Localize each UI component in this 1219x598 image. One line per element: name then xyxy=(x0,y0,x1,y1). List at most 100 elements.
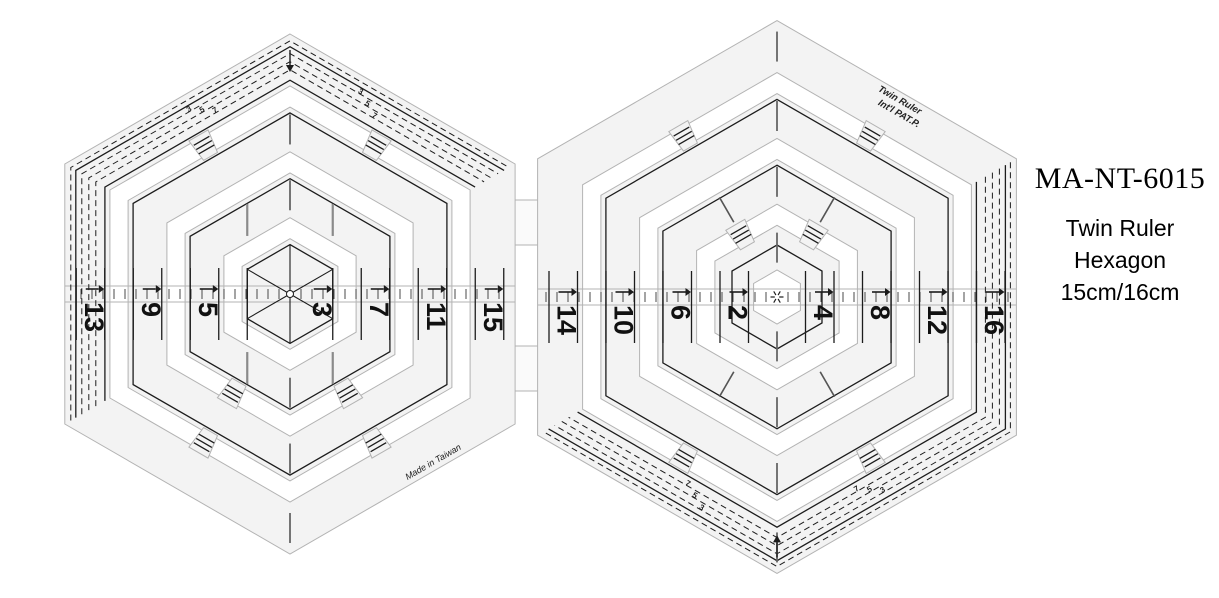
connector-tab-line xyxy=(365,433,382,444)
connector-tab-line xyxy=(673,457,690,468)
connector-tab-line xyxy=(807,225,824,236)
center-diagonal-line xyxy=(246,268,291,295)
seam-allowance-number: 5 xyxy=(691,490,700,500)
connector-tab-line xyxy=(224,388,241,399)
hex-band xyxy=(64,33,516,555)
connector-tab-line xyxy=(673,126,690,137)
seam-allowance-number: 7 xyxy=(684,478,693,488)
connector-tab-line xyxy=(195,437,213,448)
seam-allowance-dashed-line xyxy=(543,162,1011,568)
vertex-arrow-icon xyxy=(286,65,294,72)
connector-tab-line xyxy=(367,437,385,448)
connector-tab-line xyxy=(341,392,359,403)
connector-tab-line xyxy=(198,144,215,155)
measure-arrow-icon xyxy=(942,288,948,296)
seam-allowance-dashed-line xyxy=(568,176,986,539)
measurement-number: 2 xyxy=(723,305,753,320)
hex-band xyxy=(127,106,453,482)
connector-tab-line xyxy=(861,453,879,464)
connector-tab-line xyxy=(678,134,695,146)
seam-allowance-dashed-line xyxy=(561,172,993,547)
connector-tab-line xyxy=(221,392,239,403)
measurement-number: 9 xyxy=(136,302,166,317)
measure-arrow-icon xyxy=(383,285,390,293)
seam-allowance-number: 7 xyxy=(370,111,379,121)
center-diagonal-line xyxy=(289,268,334,295)
measurement-number: 15 xyxy=(478,302,508,332)
printed-hexagon-line xyxy=(662,164,892,430)
measurement-number: 8 xyxy=(865,305,895,320)
printed-hexagon-line xyxy=(132,112,448,476)
hex-band xyxy=(714,224,840,370)
measurement-number: 14 xyxy=(552,305,582,335)
seam-allowance-number: 7 xyxy=(211,105,220,115)
measurement-number: 4 xyxy=(808,305,838,320)
measure-arrow-icon xyxy=(440,285,447,293)
measure-arrow-icon xyxy=(628,288,634,296)
connector-tab-line xyxy=(370,442,387,453)
printed-hexagon-line xyxy=(605,98,949,496)
seam-allowance-dashed-line xyxy=(88,61,492,411)
hex-band xyxy=(600,93,954,501)
center-star-icon xyxy=(773,291,777,296)
seam-allowance-number: 3 xyxy=(185,104,194,114)
seam-allowance-dashed-line xyxy=(554,168,1000,555)
seam-allowance-number: 3 xyxy=(697,502,706,512)
measurement-number: 7 xyxy=(364,302,394,317)
connector-tab-line xyxy=(336,384,354,395)
measurement-number: 13 xyxy=(79,302,109,332)
measure-arrow-icon xyxy=(98,285,105,293)
product-name: Twin Ruler xyxy=(1065,215,1175,241)
measure-arrow-icon xyxy=(212,285,219,293)
measure-arrow-icon xyxy=(742,288,748,296)
center-diagonal-line xyxy=(246,293,291,320)
connector-tab-line xyxy=(732,229,750,240)
measure-arrow-icon xyxy=(999,288,1005,296)
measure-arrow-icon xyxy=(155,285,162,293)
connector-tab-line xyxy=(730,225,747,236)
measure-arrow-icon xyxy=(828,288,834,296)
seam-allowance-number: 7 xyxy=(852,484,861,494)
connector-tab-line xyxy=(864,126,881,137)
measurement-number: 16 xyxy=(979,305,1009,335)
measurement-number: 5 xyxy=(193,302,223,317)
measure-arrow-icon xyxy=(885,288,891,296)
connector-tab-line xyxy=(804,229,822,240)
product-shape: Hexagon xyxy=(1073,247,1167,273)
connector-tab-line xyxy=(861,130,879,141)
measure-arrow-icon xyxy=(497,285,504,293)
center-star-icon xyxy=(777,298,781,303)
seam-allowance-dashed-line xyxy=(70,40,510,421)
vertex-arrow-icon xyxy=(773,535,781,543)
product-sizes: 15cm/16cm xyxy=(1060,279,1180,305)
measure-arrow-icon xyxy=(326,285,333,293)
product-title-block: MA-NT-6015 Twin Ruler Hexagon 15cm/16cm xyxy=(1028,162,1212,308)
connector-tab-line xyxy=(195,140,213,151)
connector-tab-line xyxy=(735,233,752,244)
measurement-number: 11 xyxy=(421,302,451,331)
edge-mid-tick xyxy=(718,196,735,223)
measurement-number: 6 xyxy=(666,305,696,320)
measure-arrow-icon xyxy=(571,288,577,296)
measurement-number: 3 xyxy=(307,302,337,317)
seam-allowance-number: 3 xyxy=(878,485,887,495)
seam-allowance-number: 5 xyxy=(363,99,372,109)
center-pivot-hole xyxy=(286,290,294,298)
seam-allowance-dashed-line xyxy=(95,69,485,407)
connector-tab-line xyxy=(198,433,215,444)
hex-band xyxy=(184,172,396,416)
connector-tab-line xyxy=(193,135,210,146)
connector-tab-line xyxy=(675,130,693,141)
connector-tab-line xyxy=(370,135,387,146)
connector-tab-line xyxy=(859,134,876,146)
seam-allowance-number: 5 xyxy=(865,484,874,494)
connector-tab-line xyxy=(864,457,881,468)
measurement-number: 10 xyxy=(609,305,639,335)
seam-allowance-number: 3 xyxy=(356,87,365,97)
hex-band xyxy=(537,20,1017,574)
edge-mid-tick xyxy=(819,371,836,398)
connector-tab-line xyxy=(365,144,382,155)
connector-tab-line xyxy=(675,453,693,464)
